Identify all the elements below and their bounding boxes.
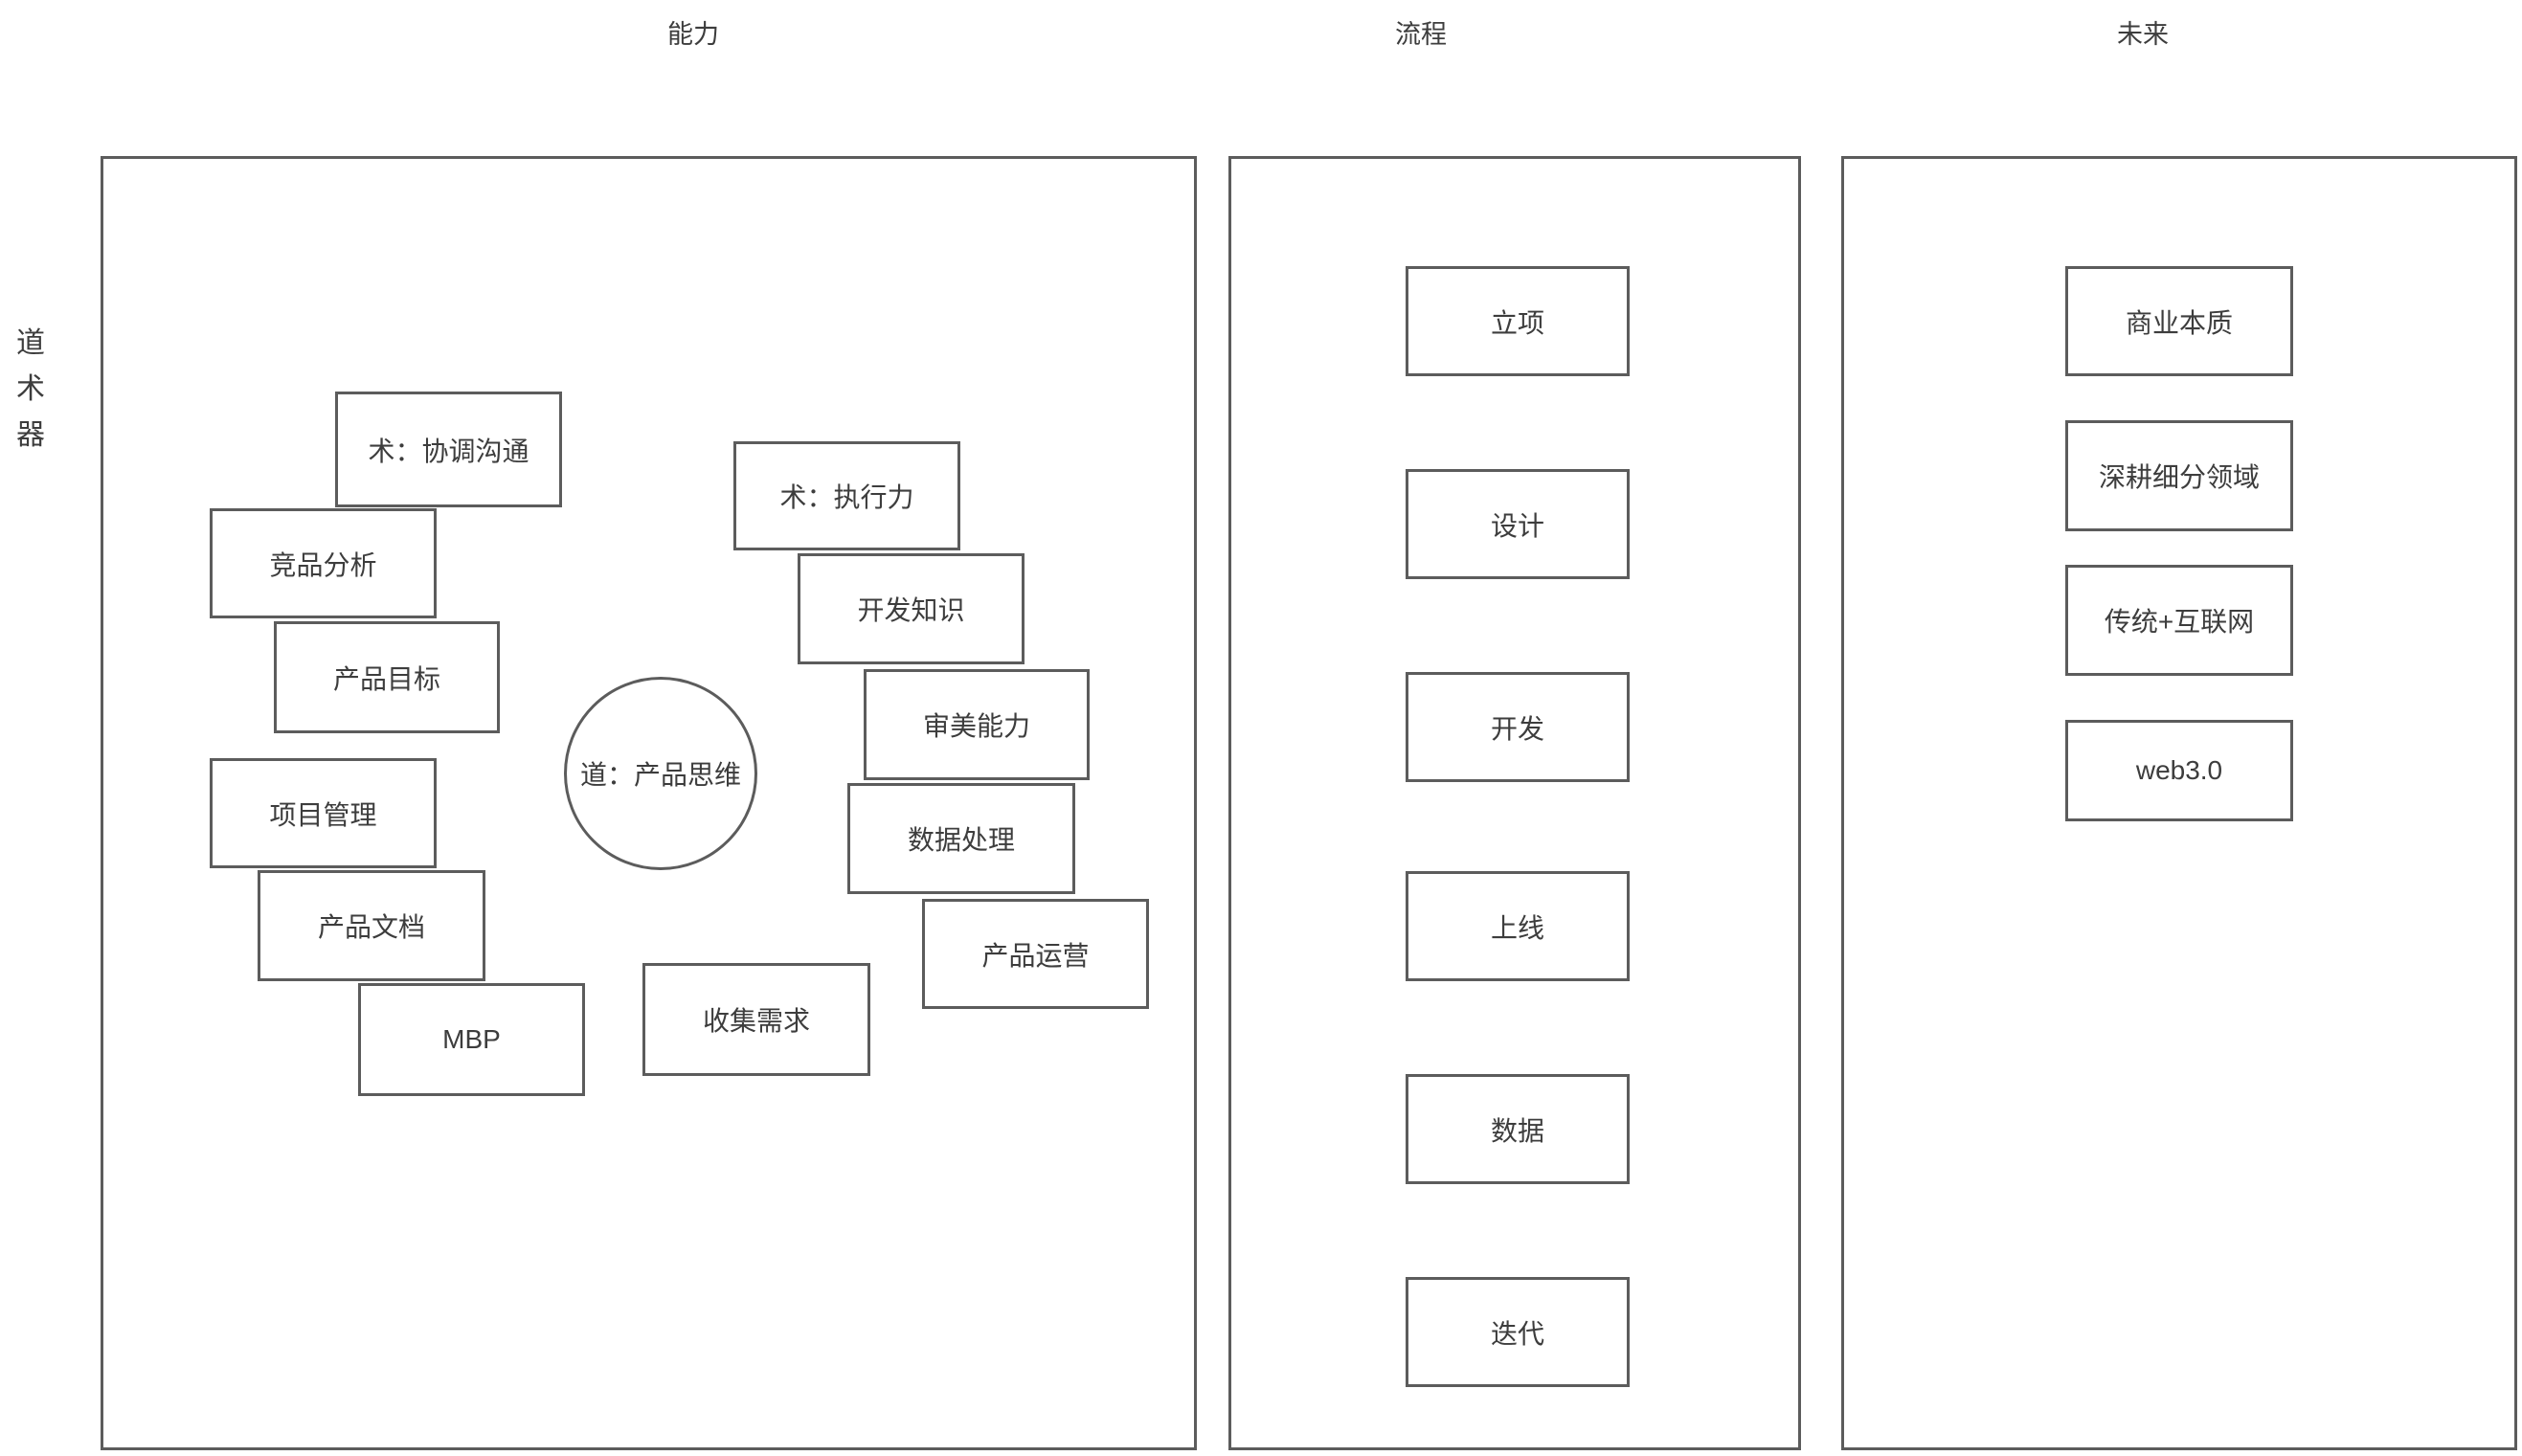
panel-future[interactable] [1841, 156, 2517, 1450]
panel-ability[interactable] [101, 156, 1197, 1450]
node-web3[interactable]: web3.0 [2065, 720, 2293, 821]
node-label: 竞品分析 [269, 549, 377, 580]
node-label: 产品目标 [332, 663, 440, 694]
node-label: 传统+互联网 [2104, 607, 2255, 637]
node-step-kaifa[interactable]: 开发 [1406, 672, 1630, 782]
node-label: 深耕细分领域 [2098, 462, 2260, 492]
node-step-sheji[interactable]: 设计 [1406, 469, 1630, 579]
node-label: 产品运营 [981, 940, 1090, 971]
node-step-diedai[interactable]: 迭代 [1406, 1277, 1630, 1387]
node-step-shuju[interactable]: 数据 [1406, 1074, 1630, 1184]
node-label: 迭代 [1490, 1318, 1544, 1349]
node-competitor-analysis[interactable]: 竞品分析 [210, 508, 437, 618]
node-label: 项目管理 [269, 799, 377, 830]
node-label: 审美能力 [922, 711, 1030, 741]
node-label: 数据处理 [907, 825, 1015, 855]
node-traditional-internet[interactable]: 传统+互联网 [2065, 565, 2293, 676]
node-dev-knowledge[interactable]: 开发知识 [798, 553, 1025, 664]
node-niche-focus[interactable]: 深耕细分领域 [2065, 420, 2293, 531]
node-mbp[interactable]: MBP [358, 983, 585, 1096]
node-label: 商业本质 [2125, 307, 2233, 338]
axis-label-qi: 器 [16, 419, 45, 451]
node-label: 开发知识 [857, 595, 965, 625]
node-product-thinking-circle[interactable]: 道：产品思维 [564, 677, 757, 870]
node-execution[interactable]: 术：执行力 [733, 441, 960, 550]
node-project-management[interactable]: 项目管理 [210, 758, 437, 868]
node-label: 术：协调沟通 [368, 436, 529, 466]
axis-label-shu: 术 [16, 373, 45, 405]
node-product-goal[interactable]: 产品目标 [274, 621, 500, 733]
node-collect-requirements[interactable]: 收集需求 [642, 963, 870, 1076]
node-business-essence[interactable]: 商业本质 [2065, 266, 2293, 376]
column-title-process: 流程 [1395, 20, 1447, 49]
node-aesthetic[interactable]: 审美能力 [864, 669, 1090, 780]
node-label: 术：执行力 [779, 482, 914, 512]
column-title-future: 未来 [2117, 20, 2169, 49]
node-product-operation[interactable]: 产品运营 [922, 899, 1149, 1009]
node-label: 收集需求 [702, 1006, 810, 1036]
column-title-ability: 能力 [667, 20, 719, 49]
node-label: web3.0 [2135, 755, 2223, 785]
node-step-shangxian[interactable]: 上线 [1406, 871, 1630, 981]
node-label: 产品文档 [317, 912, 425, 942]
node-product-doc[interactable]: 产品文档 [258, 870, 485, 981]
node-label: 立项 [1490, 307, 1544, 338]
axis-label-dao: 道 [16, 327, 45, 359]
panel-process[interactable] [1228, 156, 1801, 1450]
node-step-lixiang[interactable]: 立项 [1406, 266, 1630, 376]
node-label: 开发 [1490, 713, 1544, 744]
node-label: MBP [442, 1024, 501, 1054]
node-label: 上线 [1490, 912, 1544, 943]
node-coordination[interactable]: 术：协调沟通 [335, 392, 562, 507]
node-label: 数据 [1490, 1115, 1544, 1146]
node-label: 设计 [1490, 510, 1544, 541]
node-label: 道：产品思维 [579, 760, 741, 790]
node-data-processing[interactable]: 数据处理 [847, 783, 1075, 894]
